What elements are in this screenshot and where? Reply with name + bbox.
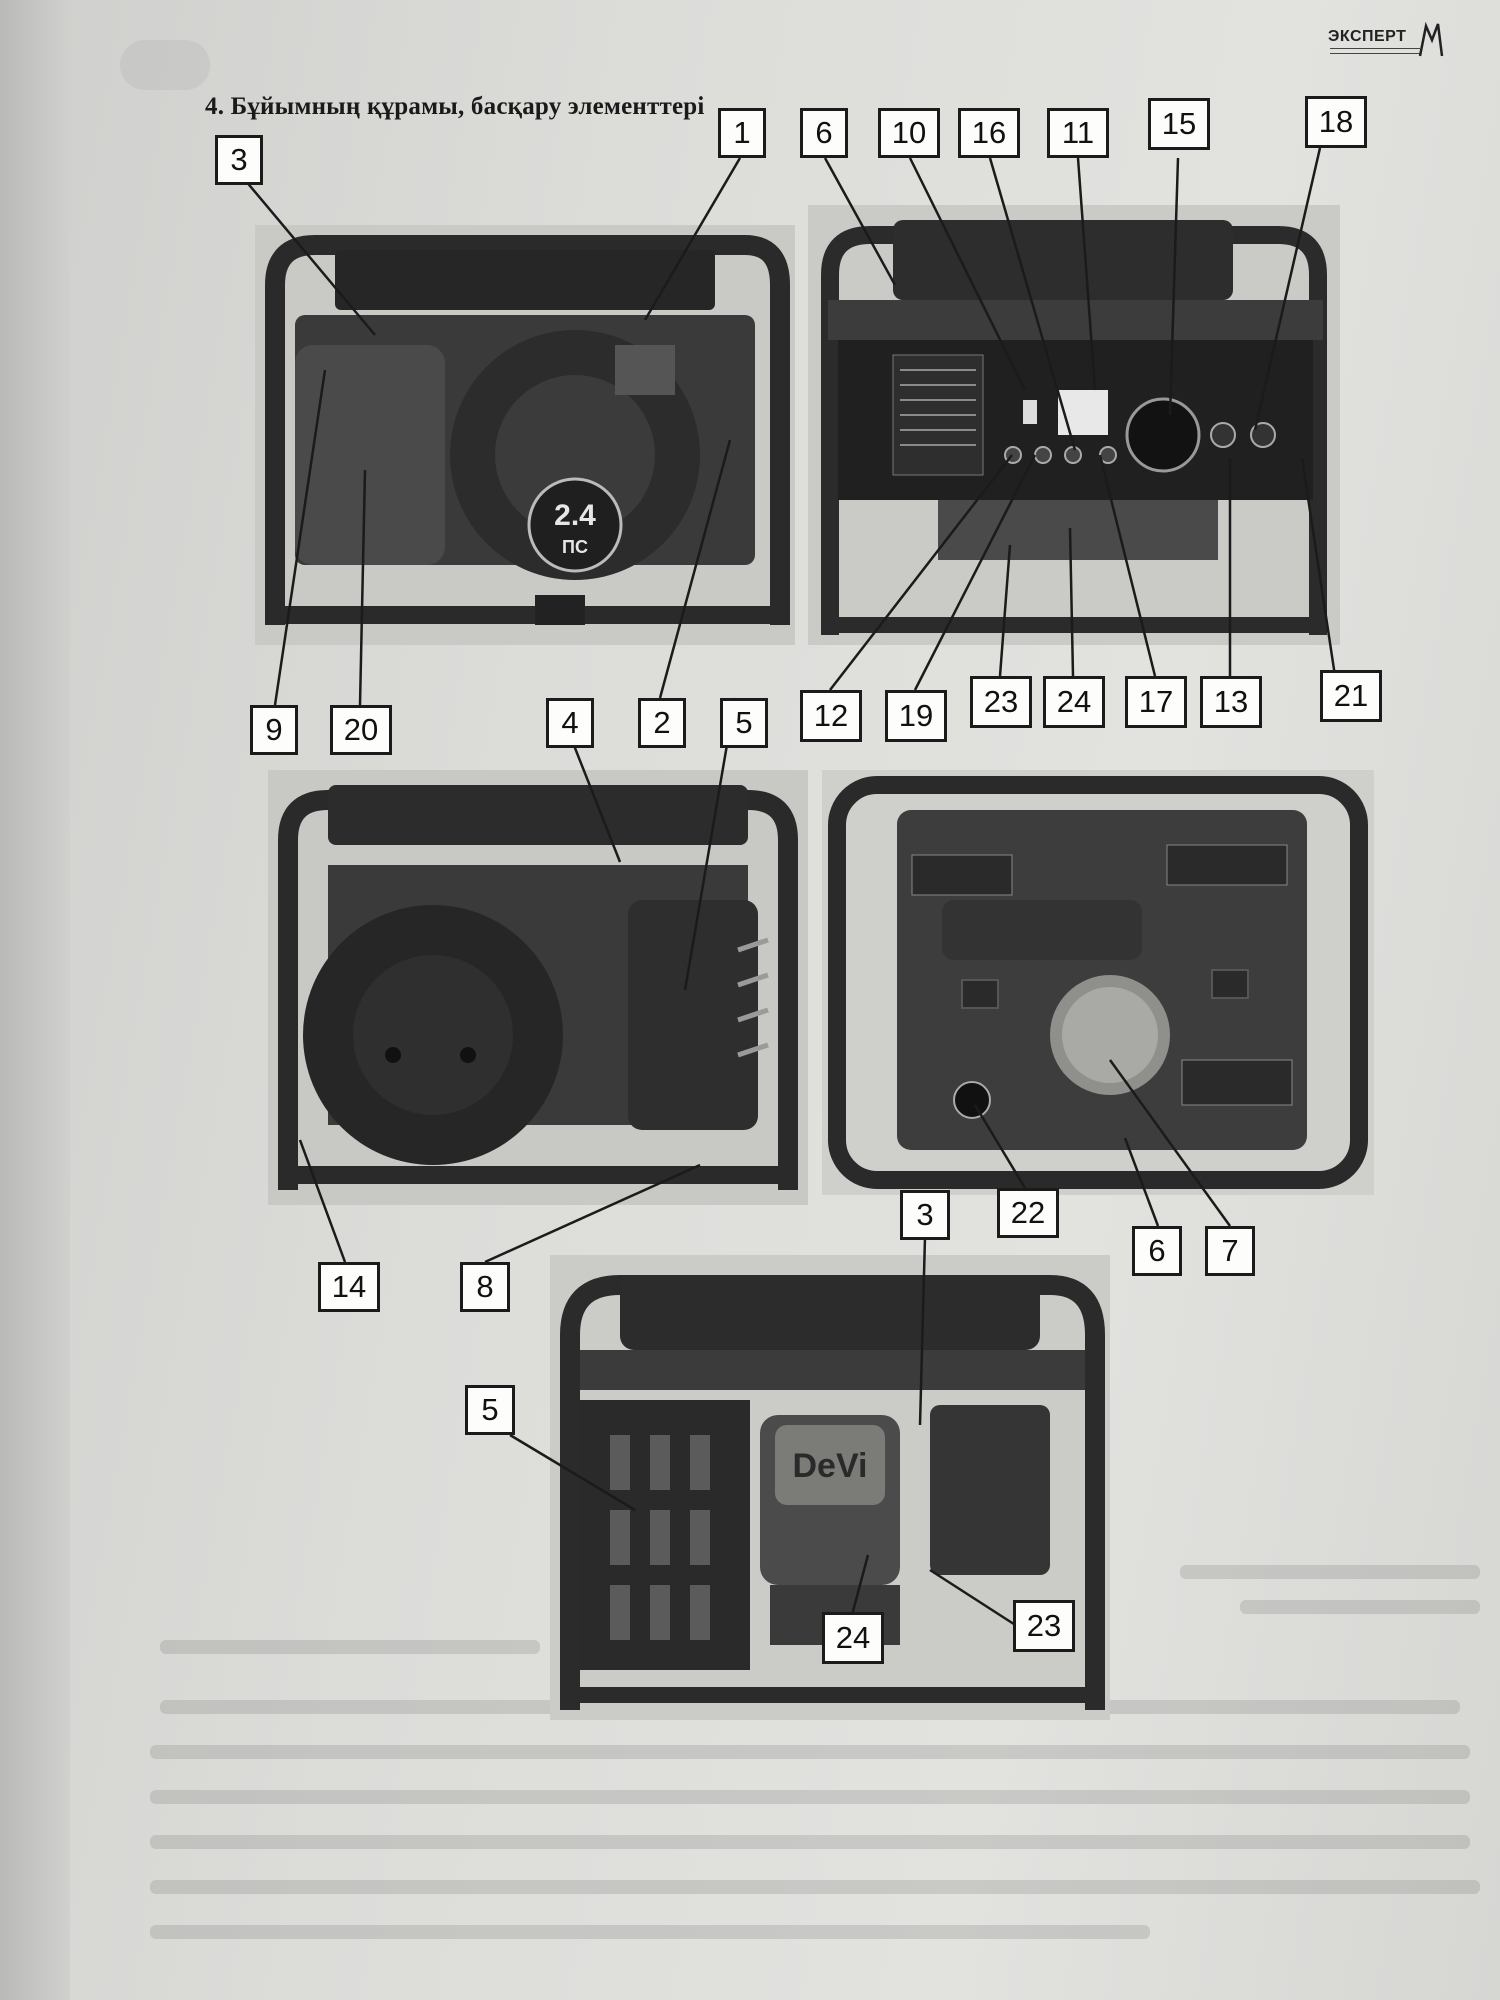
callout-4: 4 bbox=[546, 698, 594, 748]
power-badge-unit: ПС bbox=[562, 537, 588, 557]
callout-5: 5 bbox=[720, 698, 768, 748]
callout-16: 16 bbox=[958, 108, 1020, 158]
callout-3: 3 bbox=[215, 135, 263, 185]
callout-22: 22 bbox=[997, 1188, 1059, 1238]
callout-23-bottom: 23 bbox=[1013, 1600, 1075, 1652]
page-fold-shadow bbox=[0, 0, 70, 2000]
photo-generator-control-panel bbox=[808, 205, 1340, 645]
callout-10: 10 bbox=[878, 108, 940, 158]
photo-generator-fuel-tank bbox=[822, 770, 1374, 1195]
callout-23: 23 bbox=[970, 676, 1032, 728]
photo-generator-side: 2.4 ПС bbox=[255, 225, 795, 645]
callout-14: 14 bbox=[318, 1262, 380, 1312]
brand-logo-text: ЭКСПЕРТ bbox=[1328, 28, 1407, 45]
callout-9: 9 bbox=[250, 705, 298, 755]
power-badge-value: 2.4 bbox=[554, 499, 596, 532]
callout-12: 12 bbox=[800, 690, 862, 742]
callout-20: 20 bbox=[330, 705, 392, 755]
callout-24-bottom: 24 bbox=[822, 1612, 884, 1664]
callout-13: 13 bbox=[1200, 676, 1262, 728]
callout-3-bottom: 3 bbox=[900, 1190, 950, 1240]
brand-logo-rule bbox=[1330, 48, 1420, 54]
brand-logo: ЭКСПЕРТ bbox=[1328, 20, 1446, 62]
callout-5-bottom: 5 bbox=[465, 1385, 515, 1435]
callout-2: 2 bbox=[638, 698, 686, 748]
callout-7: 7 bbox=[1205, 1226, 1255, 1276]
callout-19: 19 bbox=[885, 690, 947, 742]
bleed-through-mark bbox=[120, 40, 210, 90]
callout-1: 1 bbox=[718, 108, 766, 158]
section-heading: 4. Бұйымның құрамы, басқару элементтері bbox=[205, 93, 705, 120]
callout-6: 6 bbox=[800, 108, 848, 158]
callout-18: 18 bbox=[1305, 96, 1367, 148]
callout-24: 24 bbox=[1043, 676, 1105, 728]
callout-8: 8 bbox=[460, 1262, 510, 1312]
engine-cover-label: DeVi bbox=[793, 1447, 868, 1485]
brand-logo-icon bbox=[1418, 21, 1444, 57]
callout-15: 15 bbox=[1148, 98, 1210, 150]
callout-6-bottom: 6 bbox=[1132, 1226, 1182, 1276]
callout-11: 11 bbox=[1047, 108, 1109, 158]
callout-17: 17 bbox=[1125, 676, 1187, 728]
photo-generator-alternator bbox=[268, 770, 808, 1205]
callout-21: 21 bbox=[1320, 670, 1382, 722]
